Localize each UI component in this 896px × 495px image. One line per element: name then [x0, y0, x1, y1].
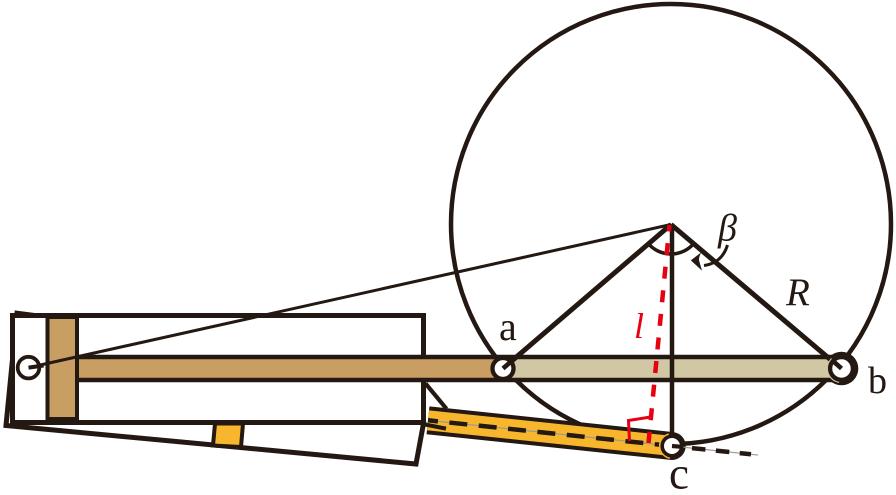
svg-text:c: c [669, 449, 689, 495]
svg-text:l: l [634, 306, 644, 346]
svg-text:a: a [499, 304, 517, 349]
svg-text:b: b [868, 360, 887, 402]
svg-text:R: R [785, 271, 810, 314]
svg-text:β: β [717, 208, 737, 250]
